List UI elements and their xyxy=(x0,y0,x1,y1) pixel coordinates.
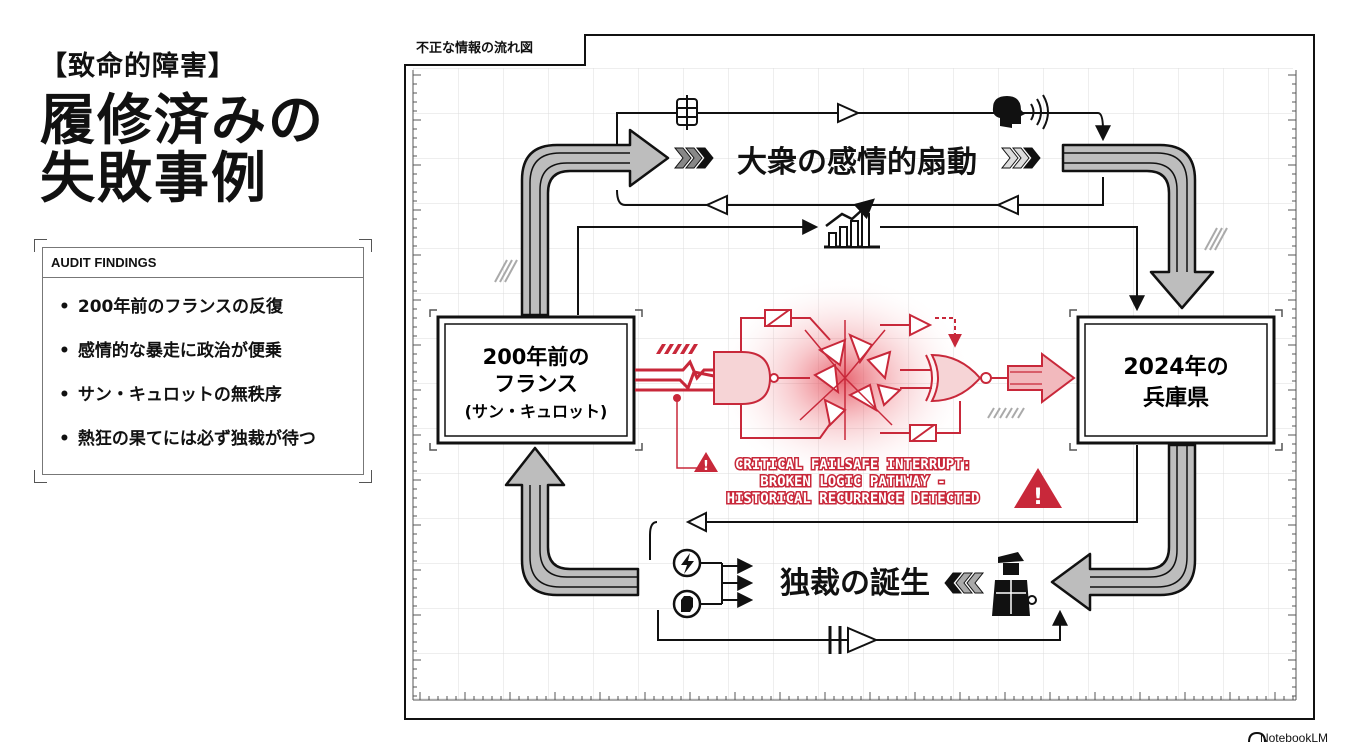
slide-eyebrow: 【致命的障害】 xyxy=(40,51,236,82)
dictator-figure-icon xyxy=(992,552,1037,616)
grey-hatch-marks xyxy=(987,407,1025,419)
capacitor-marker xyxy=(828,626,842,654)
title-line-2: 失敗事例 xyxy=(40,145,269,210)
warning-line-1: CRITICAL FAILSAFE INTERRUPT: xyxy=(735,457,971,473)
left-box-line-3: (サン・キュロット) xyxy=(465,402,608,421)
chevron-shape xyxy=(944,572,963,594)
chevron-icon xyxy=(944,572,985,594)
chevron-shape xyxy=(1022,147,1041,169)
rising-bar-chart-icon xyxy=(824,198,880,249)
left-box-line-2: フランス xyxy=(494,372,578,396)
audit-finding-item: 感情的な暴走に政治が便乗 xyxy=(59,332,363,376)
left-box-line-1: 200年前の xyxy=(483,345,590,369)
left-box-brackets xyxy=(429,309,643,451)
audit-findings-list: 200年前のフランスの反復 感情的な暴走に政治が便乗 サン・キュロットの無秩序 … xyxy=(43,278,363,464)
slide-title: 履修済みの 失敗事例 xyxy=(40,88,326,210)
chevron-shape xyxy=(966,572,985,594)
splitter-lines xyxy=(700,558,754,608)
flow-arrow-bottom-left xyxy=(504,446,640,597)
corner-bracket xyxy=(34,239,47,252)
broken-logic-circuit xyxy=(635,309,1008,469)
circuit-node xyxy=(673,394,681,402)
lantern-icon xyxy=(676,95,698,130)
shattered-circuit-fragments xyxy=(813,333,903,428)
right-box-brackets xyxy=(1069,309,1283,451)
flow-arrow-bottom-right xyxy=(1050,443,1197,612)
footer-brand: NotebookLM xyxy=(1259,731,1328,745)
burst-lines xyxy=(799,320,893,440)
chevron-shape xyxy=(1011,147,1030,169)
svg-text:!: ! xyxy=(703,459,709,474)
right-box-line-1: 2024年の xyxy=(1123,354,1228,380)
left-state-box: 200年前の フランス (サン・キュロット) xyxy=(436,315,636,445)
chevron-shape xyxy=(955,572,974,594)
warning-triangle-icon: ! xyxy=(694,452,718,474)
loop-inner-lines xyxy=(529,152,1188,588)
chevron-shape xyxy=(684,147,703,169)
flow-arrow-top-left xyxy=(520,128,670,317)
corner-bracket xyxy=(359,470,372,483)
lightning-icon xyxy=(672,548,702,578)
title-line-1: 履修済みの xyxy=(40,88,326,152)
hatch-marks xyxy=(494,227,1228,283)
ruler-ticks xyxy=(413,74,1296,700)
warning-message: CRITICAL FAILSAFE INTERRUPT: BROKEN LOGI… xyxy=(725,456,981,509)
right-state-box: 2024年の 兵庫県 xyxy=(1076,315,1276,445)
warning-triangle-icon: ! xyxy=(1014,468,1062,510)
chevron-shape xyxy=(1000,147,1019,169)
bottom-flow-label: 独裁の誕生 xyxy=(780,566,930,601)
chevron-icon xyxy=(1000,147,1041,169)
red-hatch-marks xyxy=(656,344,698,354)
svg-text:!: ! xyxy=(1033,485,1043,510)
diagram-title: 不正な情報の流れ図 xyxy=(404,34,586,66)
main-flow-loop xyxy=(504,128,1215,612)
audit-finding-item: サン・キュロットの無秩序 xyxy=(59,376,363,420)
audit-findings-header: AUDIT FINDINGS xyxy=(43,248,363,278)
flow-direction-markers xyxy=(685,102,1019,654)
audit-finding-item: 熱狂の果てには必ず独裁が待つ xyxy=(59,420,363,464)
chevron-shape xyxy=(673,147,692,169)
audit-finding-item: 200年前のフランスの反復 xyxy=(59,288,363,332)
chevron-icon xyxy=(673,147,714,169)
notebooklm-logo-icon xyxy=(1248,731,1266,743)
flow-arrow-top-right xyxy=(1061,143,1215,310)
red-output-arrow xyxy=(1007,352,1076,404)
corner-bracket xyxy=(34,470,47,483)
top-flow-label: 大衆の感情的扇動 xyxy=(737,145,977,180)
chevron-shape xyxy=(695,147,714,169)
corner-bracket xyxy=(359,239,372,252)
raised-fist-icon xyxy=(672,589,702,619)
right-box-line-2: 兵庫県 xyxy=(1143,385,1209,411)
warning-line-3: HISTORICAL RECURRENCE DETECTED xyxy=(727,491,980,507)
speaking-head-icon xyxy=(992,94,1049,130)
audit-findings-panel: AUDIT FINDINGS 200年前のフランスの反復 感情的な暴走に政治が便… xyxy=(34,239,372,483)
warning-line-2: BROKEN LOGIC PATHWAY - xyxy=(760,474,945,490)
